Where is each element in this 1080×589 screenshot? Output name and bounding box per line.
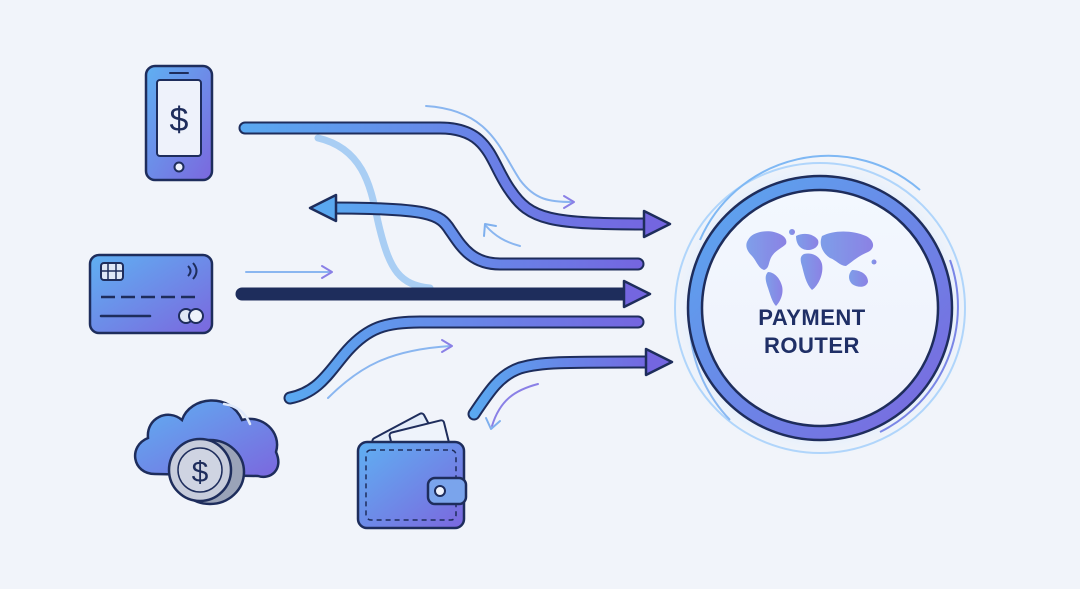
- router-outer-arc-2: [879, 259, 959, 433]
- thin-arrow-mid: [327, 345, 451, 399]
- router-ring-outline-outer: [686, 174, 954, 442]
- background-flow-curve: [314, 134, 434, 292]
- main-flow-lines: [235, 121, 659, 421]
- flow-cloud: [285, 317, 643, 403]
- arrowhead-card: [622, 279, 652, 309]
- credit-card-icon: [88, 253, 214, 335]
- thin-arrow-top: [425, 105, 573, 203]
- thin-accent-arrows: [245, 105, 575, 430]
- flow-phone: [240, 123, 655, 229]
- payment-router: PAYMENT ROUTER: [670, 154, 970, 458]
- router-outer-arc-1: [699, 154, 921, 241]
- cloud-coin-icon: $: [133, 399, 280, 506]
- router-ring: [688, 176, 952, 440]
- arrowhead-return: [308, 193, 338, 223]
- smartphone-dollar-icon: $: [144, 64, 214, 182]
- thin-arrow-card-head: [321, 265, 333, 279]
- world-map-icon: [746, 229, 877, 306]
- thin-arrow-back: [485, 225, 521, 247]
- svg-text:$: $: [192, 456, 209, 489]
- thin-arrow-wallet: [491, 383, 539, 427]
- flow-wallet: [469, 357, 657, 419]
- arrowhead-wallet: [644, 347, 674, 377]
- arrow-heads: [308, 193, 674, 377]
- svg-text:$: $: [170, 101, 189, 139]
- arrowhead-phone: [642, 209, 672, 239]
- router-ring-outline-inner: [700, 188, 940, 428]
- wallet-icon: [356, 412, 468, 530]
- thin-arrow-wallet-head: [485, 417, 501, 430]
- thin-arrow-top-head: [563, 195, 575, 209]
- flow-phone-outline: [238, 121, 657, 231]
- router-outer-ring-1: [674, 162, 966, 454]
- thin-arrow-back-head: [483, 223, 497, 237]
- thin-arrow-mid-head: [441, 339, 453, 353]
- flow-return: [325, 203, 643, 269]
